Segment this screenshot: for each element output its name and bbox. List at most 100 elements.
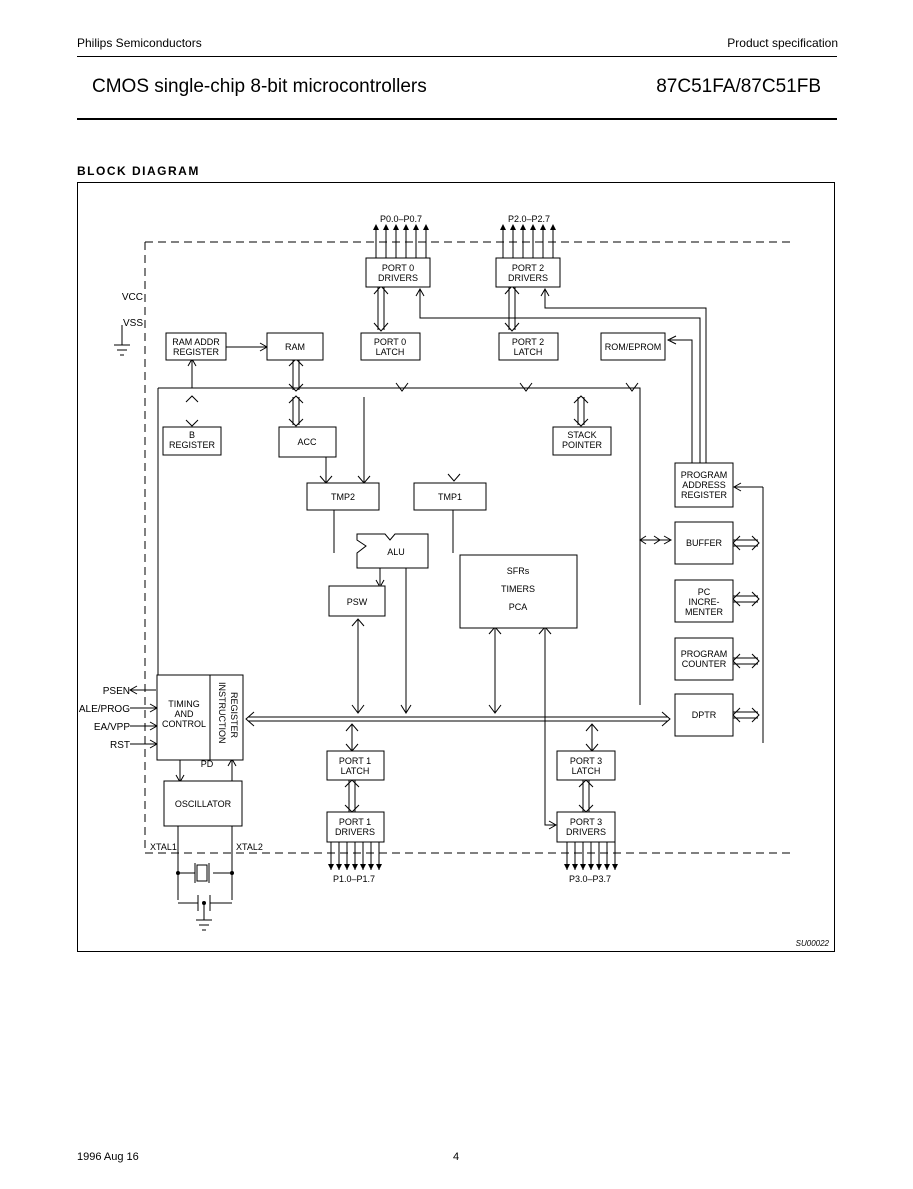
b-register-line1: B — [189, 430, 195, 440]
pc-incrementer-box — [674, 579, 734, 623]
footer-date: 1996 Aug 16 — [77, 1151, 139, 1163]
oscillator-box — [163, 780, 243, 827]
port2-latch-line1: PORT 2 — [512, 337, 544, 347]
dptr-box — [674, 693, 734, 737]
block-diagram-frame — [77, 182, 835, 952]
b-register-line2: REGISTER — [169, 440, 216, 450]
oscillator-label: OSCILLATOR — [175, 799, 232, 809]
port2-drivers-line2: DRIVERS — [508, 273, 548, 283]
port0-latch-line2: LATCH — [376, 347, 405, 357]
port0-pins-label: P0.0–P0.7 — [380, 214, 422, 224]
doc-type: Product specification — [727, 36, 838, 50]
rom-eprom-label: ROM/EPROM — [605, 342, 662, 352]
psen-label: PSEN — [103, 686, 130, 697]
par-line3: REGISTER — [681, 490, 728, 500]
rst-label: RST — [110, 740, 130, 751]
port2-drivers-box — [495, 257, 561, 288]
port1-latch-line2: LATCH — [341, 766, 370, 776]
port1-pins-label: P1.0–P1.7 — [333, 874, 375, 884]
ram-box — [266, 332, 324, 361]
port2-latch-line2: LATCH — [514, 347, 543, 357]
buffer-box — [674, 521, 734, 565]
header-rule-thick — [77, 118, 837, 120]
stack-pointer-box — [552, 426, 612, 456]
tmp1-box — [413, 482, 487, 511]
ram-addr-line2: REGISTER — [173, 347, 220, 357]
instruction-reg-line2: REGISTER — [229, 692, 239, 739]
b-register-box — [162, 426, 222, 456]
section-title: BLOCK DIAGRAM — [77, 164, 200, 178]
pc-inc-line1: PC — [698, 587, 711, 597]
port1-drivers-line1: PORT 1 — [339, 817, 371, 827]
port1-drivers-box — [326, 811, 385, 843]
company-name: Philips Semiconductors — [77, 36, 202, 50]
sfrs-line2: TIMERS — [501, 584, 535, 594]
header-rule-thin — [77, 56, 837, 57]
psw-box — [328, 585, 386, 617]
chip-boundary — [144, 241, 792, 854]
port3-pins-label: P3.0–P3.7 — [569, 874, 611, 884]
port3-latch-line2: LATCH — [572, 766, 601, 776]
port1-latch-line1: PORT 1 — [339, 756, 371, 766]
pc-inc-line2: INCRE- — [689, 597, 720, 607]
timing-control-box — [156, 674, 244, 761]
timing-line3: CONTROL — [162, 719, 206, 729]
port0-latch-line1: PORT 0 — [374, 337, 406, 347]
port3-drivers-line2: DRIVERS — [566, 827, 606, 837]
xtal2-label: XTAL2 — [236, 842, 263, 852]
ram-addr-box — [165, 332, 227, 361]
port2-pin-arrows — [502, 228, 554, 258]
port3-drivers-line1: PORT 3 — [570, 817, 602, 827]
port0-drivers-line1: PORT 0 — [382, 263, 414, 273]
port2-latch-box — [498, 332, 559, 361]
sfrs-line3: PCA — [509, 602, 528, 612]
port1-latch-box — [326, 750, 385, 781]
ram-label: RAM — [285, 342, 305, 352]
vcc-label: VCC — [122, 292, 143, 303]
port3-drivers-box — [556, 811, 616, 843]
timing-line2: AND — [174, 709, 194, 719]
stack-pointer-line1: STACK — [567, 430, 596, 440]
ale-label: ALE/PROG — [79, 704, 130, 715]
program-address-register-box — [674, 462, 734, 508]
tmp1-label: TMP1 — [438, 492, 462, 502]
ea-label: EA/VPP — [94, 722, 130, 733]
pc-inc-line3: MENTER — [685, 607, 724, 617]
port0-drivers-line2: DRIVERS — [378, 273, 418, 283]
document-title: CMOS single-chip 8-bit microcontrollers — [92, 76, 427, 97]
part-number: 87C51FA/87C51FB — [656, 76, 821, 97]
program-counter-line1: PROGRAM — [681, 649, 728, 659]
dptr-label: DPTR — [692, 710, 717, 720]
sfrs-box — [459, 554, 578, 629]
acc-box — [278, 426, 337, 458]
stack-pointer-line2: POINTER — [562, 440, 603, 450]
alu-label: ALU — [387, 547, 405, 557]
par-line2: ADDRESS — [682, 480, 726, 490]
ram-addr-line1: RAM ADDR — [172, 337, 220, 347]
rom-eprom-box — [600, 332, 666, 361]
alu-box — [356, 533, 429, 569]
tmp2-box — [306, 482, 380, 511]
tmp2-label: TMP2 — [331, 492, 355, 502]
port3-latch-box — [556, 750, 616, 781]
figure-code: SU00022 — [796, 939, 830, 948]
program-counter-box — [674, 637, 734, 681]
sfrs-line1: SFRs — [507, 566, 530, 576]
program-counter-line2: COUNTER — [682, 659, 727, 669]
par-line1: PROGRAM — [681, 470, 728, 480]
psw-label: PSW — [347, 597, 368, 607]
port0-drivers-box — [365, 257, 431, 288]
acc-label: ACC — [297, 437, 317, 447]
buffer-label: BUFFER — [686, 538, 723, 548]
xtal1-label: XTAL1 — [150, 842, 177, 852]
port0-pin-arrows — [375, 228, 427, 258]
page-number: 4 — [453, 1151, 460, 1163]
port0-latch-box — [360, 332, 421, 361]
timing-line1: TIMING — [168, 699, 200, 709]
port3-latch-line1: PORT 3 — [570, 756, 602, 766]
vss-label: VSS — [123, 318, 143, 329]
instruction-reg-line1: INSTRUCTION — [217, 682, 227, 744]
port2-drivers-line1: PORT 2 — [512, 263, 544, 273]
port1-drivers-line2: DRIVERS — [335, 827, 375, 837]
